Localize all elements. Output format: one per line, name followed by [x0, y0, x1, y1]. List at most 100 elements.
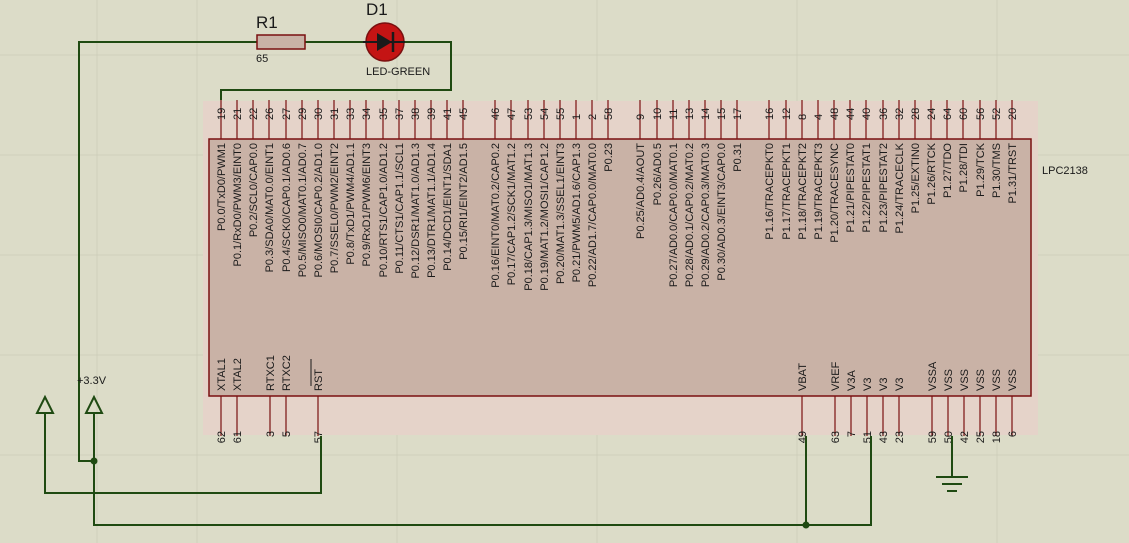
pin-number: 57: [313, 431, 325, 443]
pin-label: P0.23: [603, 143, 615, 172]
ground-icon[interactable]: [936, 476, 968, 492]
pin-number: 44: [845, 108, 857, 120]
wire-led-to-p0.1[interactable]: [220, 41, 452, 100]
resistor-value: 65: [256, 53, 268, 65]
pin-label: P0.28/AD0.1/CAP0.2/MAT0.2: [684, 143, 696, 287]
resistor-icon[interactable]: [256, 34, 306, 50]
pin-label: RTXC1: [265, 355, 277, 391]
pin-label: P0.12/DSR1/MAT1.0/AD1.3: [410, 143, 422, 279]
chip-pin-top[interactable]: 2P0.22/AD1.7/CAP0.0/MAT0.0: [587, 100, 599, 287]
pin-label: P1.17/TRACEPKT1: [781, 143, 793, 240]
pin-number: 18: [991, 431, 1003, 443]
pin-label: P0.8/TxD1/PWM4/AD1.1: [345, 143, 357, 265]
led-icon[interactable]: [363, 22, 405, 62]
pin-label: V3A: [846, 370, 858, 391]
pin-number: 21: [232, 108, 244, 120]
pin-number: 51: [862, 431, 874, 443]
pin-number: 48: [829, 108, 841, 120]
pin-label: P0.21/PWM5/AD1.6/CAP1.3: [571, 143, 583, 282]
pin-number: 13: [684, 108, 696, 120]
pin-label: P1.31/TRST: [1007, 143, 1019, 204]
wire-rst[interactable]: [44, 413, 322, 494]
chip-pin-top[interactable]: 9P0.25/AD0.4/AOUT: [635, 100, 647, 239]
pin-number: 42: [959, 431, 971, 443]
pin-label: P0.14/DCD1/EINT1/SDA1: [442, 143, 454, 271]
pin-number: 9: [635, 114, 647, 120]
chip-pin-top[interactable]: 1P0.21/PWM5/AD1.6/CAP1.3: [571, 100, 583, 282]
pin-number: 63: [830, 431, 842, 443]
chip-pin-top[interactable]: 4P1.19/TRACEPKT3: [813, 100, 825, 240]
power-terminal-icon[interactable]: [84, 394, 104, 414]
bottom-pin-group: 62XTAL161XTAL23RTXC15RTXC257RST49VBAT63V…: [216, 355, 1019, 443]
wire-vcc-to-vbat[interactable]: [93, 413, 807, 526]
pin-number: 34: [361, 108, 373, 120]
wire-resistor-to-vcc[interactable]: [78, 41, 257, 462]
chip-pin-top[interactable]: 8P1.18/TRACEPKT2: [797, 100, 809, 240]
chip-pin-bottom[interactable]: 42 VSS: [959, 369, 971, 443]
pin-number: 47: [506, 108, 518, 120]
wire-vbat-to-v3[interactable]: [806, 436, 872, 526]
power-terminal-icon[interactable]: [35, 394, 55, 414]
pin-number: 43: [878, 431, 890, 443]
pin-label: P0.25/AD0.4/AOUT: [635, 143, 647, 239]
chip-body[interactable]: [208, 138, 1032, 397]
pin-label: VSS: [959, 369, 971, 391]
